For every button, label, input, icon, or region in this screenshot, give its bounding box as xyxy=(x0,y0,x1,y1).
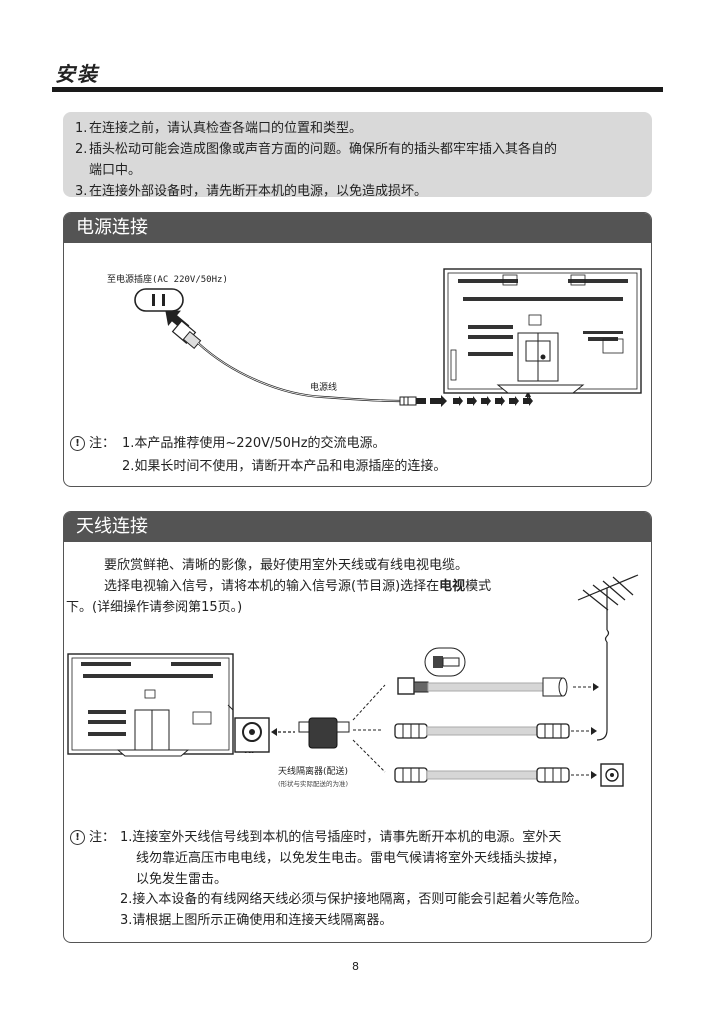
power-section: 电源连接 xyxy=(63,212,652,487)
power-note-1: 1.本产品推荐使用~220V/50Hz的交流电源。 xyxy=(122,436,386,451)
coax-cable-icon xyxy=(394,723,597,739)
power-cord-label: 电源线 xyxy=(310,383,338,393)
arrow-to-rf-icon xyxy=(271,728,295,736)
caution-icon: ! xyxy=(70,436,85,451)
power-note-label: !注： xyxy=(70,433,115,454)
antenna-section: 天线连接 xyxy=(63,511,652,943)
notice-item: 3. 在连接外部设备时，请先断开本机的电源，以免造成损坏。 xyxy=(75,184,428,199)
power-section-header: 电源连接 xyxy=(64,213,651,243)
outdoor-antenna-icon xyxy=(577,574,639,741)
rf-jack-icon xyxy=(227,704,270,753)
notice-box: 1. 在连接之前，请认真检查各端口的位置和类型。 2. 插头松动可能会造成图像或… xyxy=(63,112,652,199)
antenna-section-header: 天线连接 xyxy=(64,512,651,542)
antenna-intro-2: 选择电视输入信号，请将本机的输入信号源(节目源)选择在电视模式 xyxy=(104,579,492,594)
antenna-note-1-cont: 线勿靠近高压市电电线，以免发生电击。雷电气候请将室外天线插头拔掉， xyxy=(136,851,566,866)
wall-outlet-icon xyxy=(600,763,624,787)
isolator-sublabel: (形状与实际配送的为准) xyxy=(278,780,349,788)
antenna-isolator-icon xyxy=(298,717,350,749)
socket-label: 至电源插座(AC 220V/50Hz) xyxy=(107,275,228,285)
wall-socket-icon xyxy=(134,288,184,312)
coax-cable-icon xyxy=(397,647,599,697)
antenna-note-label: !注： xyxy=(70,827,115,848)
title-rule xyxy=(52,87,663,92)
power-note-2: 2.如果长时间不使用，请断开本产品和电源插座的连接。 xyxy=(122,459,447,474)
antenna-note-2: 2.接入本设备的有线网络天线必须与保护接地隔离，否则可能会引起着火等危险。 xyxy=(120,892,588,907)
power-illustration xyxy=(134,268,642,407)
isolator-label: 天线隔离器(配送) xyxy=(278,767,349,777)
cord-connector-icon xyxy=(399,396,426,406)
tv-back-icon xyxy=(443,268,642,394)
notice-item: 1. 在连接之前，请认真检查各端口的位置和类型。 xyxy=(75,121,363,136)
antenna-note-1-cont2: 以免发生雷击。 xyxy=(136,872,228,887)
antenna-note-1: 1.连接室外天线信号线到本机的信号插座时，请事先断开本机的电源。室外天 xyxy=(120,830,562,845)
notice-item: 2. 插头松动可能会造成图像或声音方面的问题。确保所有的插头都牢牢插入其各自的 … xyxy=(75,142,558,178)
antenna-intro-3: 下。(详细操作请参阅第15页。) xyxy=(66,600,243,615)
antenna-illustration xyxy=(67,574,639,787)
tv-back-icon xyxy=(67,653,234,757)
arrow-chain-icon xyxy=(430,391,533,407)
plug-icon xyxy=(171,320,202,350)
page-title: 安装 xyxy=(55,62,99,86)
page-number: 8 xyxy=(352,960,359,973)
antenna-note-3: 3.请根据上图所示正确使用和连接天线隔离器。 xyxy=(120,913,393,928)
connection-arrows-icon xyxy=(352,684,386,773)
coax-cable-icon xyxy=(394,767,597,783)
power-cord xyxy=(197,342,404,403)
caution-icon: ! xyxy=(70,830,85,845)
antenna-intro-1: 要欣赏鲜艳、清晰的影像，最好使用室外天线或有线电视电缆。 xyxy=(104,558,469,573)
